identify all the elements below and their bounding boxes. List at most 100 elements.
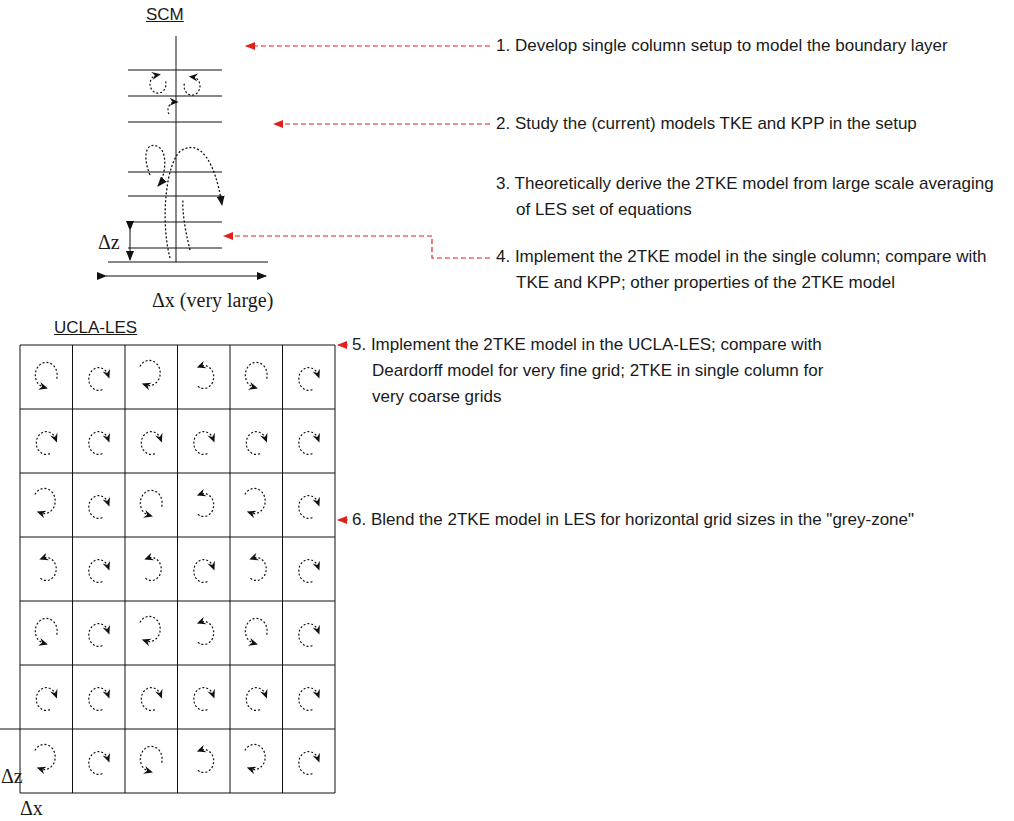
eddy-stroke xyxy=(194,688,214,711)
eddy-head xyxy=(313,625,320,635)
eddy-stroke xyxy=(40,558,56,581)
eddy-head xyxy=(143,766,153,774)
eddy-stroke xyxy=(89,752,109,775)
step-text: 6. Blend the 2TKE model in LES for horiz… xyxy=(352,507,1002,533)
eddy-stroke xyxy=(140,746,162,771)
grid-line xyxy=(20,729,335,730)
eddy-head xyxy=(37,511,47,519)
eddy-head xyxy=(197,489,207,497)
grid-line xyxy=(20,345,21,793)
eddy-head xyxy=(39,553,49,561)
grid-line xyxy=(20,665,335,666)
les-grid xyxy=(0,345,335,793)
grid-line xyxy=(282,345,283,793)
eddy-stroke xyxy=(246,688,266,711)
dimension-label: Δz xyxy=(98,231,120,253)
eddy-head xyxy=(142,639,152,647)
eddy-head xyxy=(249,553,259,561)
eddy-stroke xyxy=(89,368,109,391)
eddy-stroke xyxy=(198,494,214,517)
grid-line xyxy=(125,345,126,793)
eddy-head xyxy=(247,767,257,775)
eddy-stroke xyxy=(89,496,109,519)
eddy-head xyxy=(260,689,267,699)
grid-line xyxy=(20,409,335,410)
eddy-stroke xyxy=(245,618,267,643)
eddy-stroke xyxy=(141,688,161,711)
eddy-head xyxy=(143,510,153,518)
eddy-head xyxy=(197,361,207,369)
step-text: 4. Implement the 2TKE model in the singl… xyxy=(496,244,1008,296)
grid-line xyxy=(20,537,335,538)
eddy-stroke xyxy=(184,77,200,95)
eddy-stroke xyxy=(198,366,214,389)
grid-line xyxy=(230,345,231,793)
eddy-head xyxy=(208,689,215,699)
dimension-label: Δx xyxy=(20,797,43,819)
eddy-stroke xyxy=(246,432,266,455)
section-title: UCLA-LES xyxy=(54,315,137,341)
grid-line xyxy=(72,345,73,793)
eddy-stroke xyxy=(194,432,214,455)
column-swirls xyxy=(150,72,200,114)
step-text: 1. Develop single column setup to model … xyxy=(496,33,1008,59)
eddy-head xyxy=(208,561,215,571)
eddy-stroke xyxy=(299,624,319,647)
eddy-head xyxy=(197,745,207,753)
eddy-stroke xyxy=(140,616,160,641)
dimension-label: Δx (very large) xyxy=(152,289,273,311)
eddy-head xyxy=(208,433,215,443)
eddy-head xyxy=(155,689,162,699)
eddy-stroke xyxy=(89,688,109,711)
eddy-head xyxy=(38,382,48,390)
eddy-stroke xyxy=(35,362,57,387)
eddy-stroke xyxy=(245,744,265,769)
eddy-head xyxy=(103,433,110,443)
column-grid xyxy=(108,36,268,262)
eddy-stroke xyxy=(140,490,162,515)
eddy-stroke xyxy=(35,618,57,643)
step-text: 2. Study the (current) models TKE and KP… xyxy=(496,111,1008,137)
eddy-head xyxy=(170,98,179,106)
eddy-head xyxy=(103,625,110,635)
eddy-head xyxy=(313,497,320,507)
eddy-stroke xyxy=(299,752,319,775)
eddy-stroke xyxy=(36,432,56,455)
eddy-head xyxy=(151,72,161,80)
eddy-head xyxy=(313,369,320,379)
grid-line xyxy=(20,473,335,474)
eddy-stroke xyxy=(299,432,319,455)
eddy-stroke xyxy=(245,488,265,513)
eddy-stroke xyxy=(35,744,55,769)
eddy-head xyxy=(313,433,320,443)
eddy-head xyxy=(103,753,110,763)
grid-line xyxy=(20,601,335,602)
eddy-stroke xyxy=(198,750,214,773)
eddy-stroke xyxy=(245,362,267,387)
eddy-head xyxy=(260,433,267,443)
eddy-head xyxy=(313,753,320,763)
eddy-stroke xyxy=(35,488,55,513)
eddy-stroke xyxy=(250,558,266,581)
eddy-stroke xyxy=(89,560,109,583)
eddy-stroke xyxy=(36,688,56,711)
eddy-stroke xyxy=(299,496,319,519)
grid-line xyxy=(20,345,335,346)
eddy-stroke xyxy=(145,558,161,581)
step-text: 3. Theoretically derive the 2TKE model f… xyxy=(496,171,1008,223)
eddy-stroke xyxy=(299,688,319,711)
eddy-head xyxy=(248,382,258,390)
eddy-head xyxy=(197,617,207,625)
grid-line xyxy=(20,793,335,794)
eddy-stroke xyxy=(299,368,319,391)
dimension-arrows xyxy=(106,230,266,276)
eddy-head xyxy=(189,74,198,82)
eddy-stroke xyxy=(198,622,214,645)
section-title: SCM xyxy=(146,2,184,28)
eddy-stroke xyxy=(150,75,166,93)
les-swirls xyxy=(35,360,320,774)
grid-line xyxy=(177,345,178,793)
eddy-head xyxy=(103,497,110,507)
eddy-head xyxy=(103,689,110,699)
eddy-head xyxy=(144,553,154,561)
